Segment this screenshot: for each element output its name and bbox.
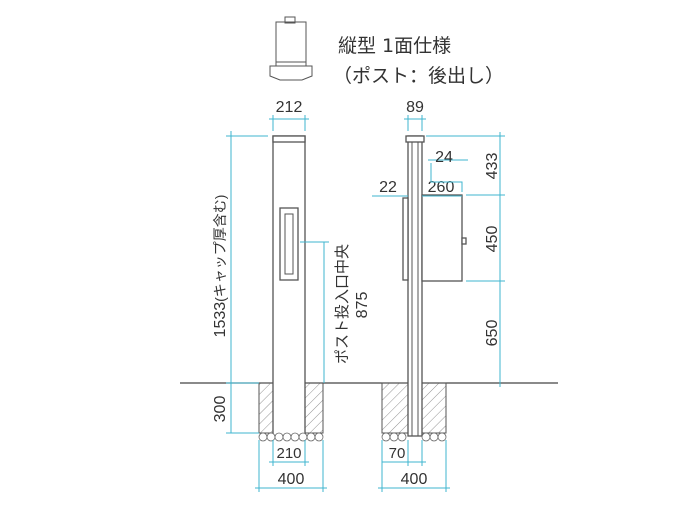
side-height-650: 650 [484, 320, 501, 347]
side-depth-260: 260 [428, 179, 455, 196]
side-offset-22: 22 [379, 179, 397, 196]
post-thumbnail-icon [269, 16, 313, 81]
side-mailbox-handle [461, 237, 467, 245]
side-width-89: 89 [406, 99, 424, 116]
side-foundation-400: 400 [401, 471, 428, 488]
svg-text:1533(キャップ厚含む): 1533(キャップ厚含む) [212, 195, 229, 338]
side-height-433: 433 [484, 153, 501, 180]
front-width-212: 212 [276, 99, 303, 116]
side-mailbox [421, 194, 463, 282]
side-post [407, 135, 423, 437]
slot-height-label: ポスト投入口中央 [334, 244, 351, 364]
front-height-1533: 1533 [212, 302, 229, 338]
side-height-450: 450 [484, 226, 501, 253]
post-slot-inner [284, 213, 294, 275]
side-mailbox-front [402, 197, 409, 281]
front-post [272, 135, 306, 437]
side-flange-24: 24 [435, 149, 453, 166]
title-line-1: 縦型 1面仕様 [338, 35, 452, 57]
front-height-note: (キャップ厚含む) [212, 195, 228, 302]
front-gravel [258, 432, 324, 442]
side-base-70: 70 [389, 445, 406, 462]
slot-height-875: 875 [354, 292, 371, 319]
side-cap [405, 135, 425, 143]
side-view: 89 22 260 24 433 450 650 70 400 [372, 99, 505, 492]
front-foundation-300: 300 [212, 396, 229, 423]
front-base-210: 210 [276, 445, 301, 462]
front-cap [272, 135, 306, 143]
front-foundation-400: 400 [278, 471, 305, 488]
post-slot [279, 207, 299, 281]
side-gravel [381, 432, 447, 442]
front-view: 212 1533(キャップ厚含む) 300 ポスト投入口中央 875 210 4… [212, 99, 371, 492]
title-line-2: （ポスト：後出し） [333, 65, 505, 87]
